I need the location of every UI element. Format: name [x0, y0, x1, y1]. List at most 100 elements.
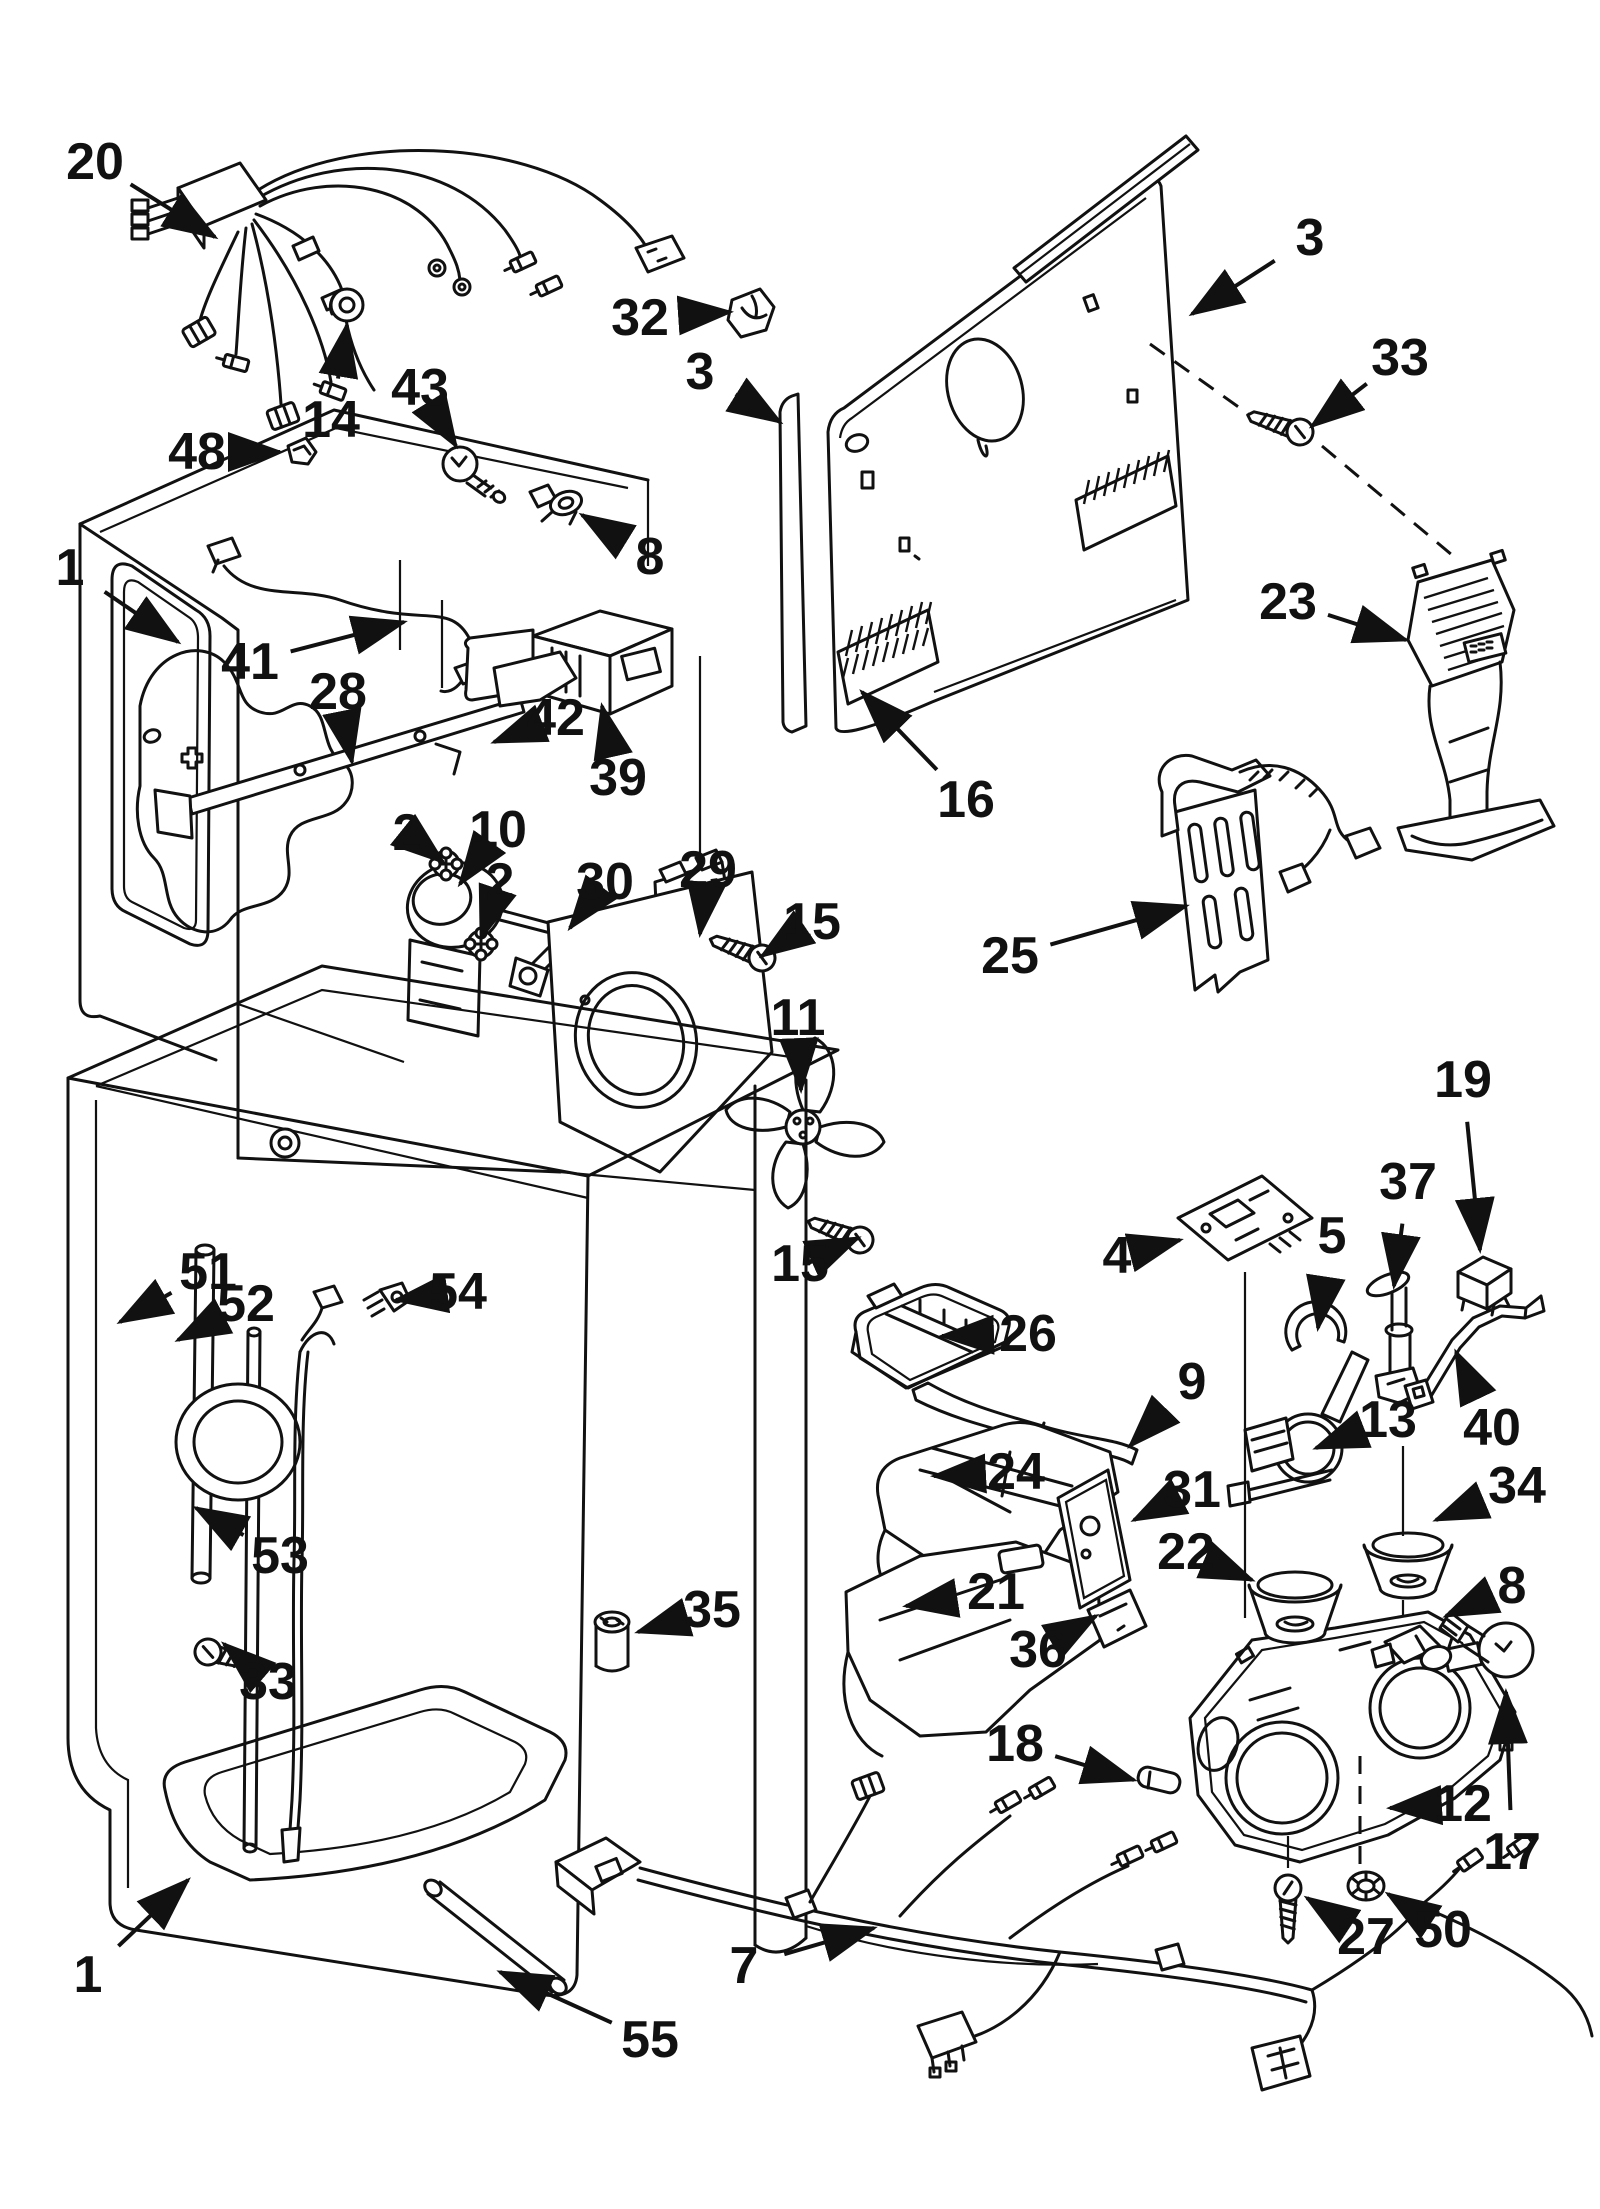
air-damper-23 — [1396, 548, 1556, 862]
callout-arrow-12 — [1386, 1785, 1444, 1826]
callout-arrow-32 — [676, 295, 734, 336]
panel-trim-strip-3 — [1012, 134, 1200, 284]
callout-arrow-15 — [758, 910, 817, 959]
lock-washer-50 — [1346, 1870, 1386, 1902]
callout-arrow-36 — [1041, 1613, 1100, 1660]
callout-arrow-3 — [725, 377, 784, 425]
callout-arrow-24 — [930, 1453, 987, 1494]
callout-arrow-16 — [859, 689, 939, 772]
bracket-40 — [1403, 1294, 1546, 1411]
callout-arrow-37 — [1381, 1223, 1421, 1290]
callout-arrow-15 — [802, 1236, 862, 1278]
callout-label-15: 15 — [783, 893, 841, 951]
callout-label-35: 35 — [683, 1581, 741, 1639]
callout-label-2: 2 — [486, 853, 515, 911]
defrost-thermostat-25 — [1157, 753, 1382, 994]
callout-arrow-43 — [411, 391, 459, 450]
callout-label-55: 55 — [621, 2011, 679, 2069]
callout-label-3: 3 — [686, 343, 715, 401]
callout-arrow-14 — [318, 321, 359, 380]
callout-label-39: 39 — [589, 749, 647, 807]
callout-label-21: 21 — [967, 1563, 1025, 1621]
light-bulb-17 — [1438, 1610, 1535, 1679]
callout-arrow-20 — [129, 182, 219, 240]
callout-arrow-8 — [1442, 1576, 1502, 1618]
harness-connector-7a — [916, 2010, 978, 2079]
evaporator-cover-panel-16 — [778, 177, 1190, 734]
screw-27 — [1273, 1873, 1303, 1945]
callout-arrow-7 — [783, 1923, 878, 1962]
callout-label-53: 53 — [251, 1527, 309, 1585]
callout-label-33: 33 — [239, 1653, 297, 1711]
callout-arrow-9 — [1127, 1394, 1181, 1449]
bulb-socket-8 — [528, 483, 583, 526]
callout-label-54: 54 — [429, 1263, 487, 1321]
callout-label-28: 28 — [309, 663, 367, 721]
light-shield-34 — [1362, 1531, 1454, 1600]
callout-label-4: 4 — [1103, 1227, 1132, 1285]
retainer-clip-5 — [1284, 1300, 1348, 1352]
callout-arrow-35 — [634, 1598, 694, 1637]
lamp-socket-14 — [328, 287, 365, 323]
callout-arrow-11 — [778, 1037, 819, 1094]
callout-label-18: 18 — [986, 1715, 1044, 1773]
clip-48 — [286, 436, 318, 466]
callout-label-41: 41 — [221, 633, 279, 691]
screw-33 — [1242, 401, 1318, 450]
callout-label-51: 51 — [179, 1243, 237, 1301]
callout-arrow-27 — [1303, 1895, 1362, 1944]
callout-label-17: 17 — [1483, 1823, 1541, 1881]
callout-label-10: 10 — [469, 801, 527, 859]
callout-label-37: 37 — [1379, 1153, 1437, 1211]
panel-vent-grille-left — [836, 601, 940, 706]
callout-label-15: 15 — [771, 1235, 829, 1293]
callout-label-33: 33 — [1371, 329, 1429, 387]
refrigerator-liner-lower — [66, 964, 1099, 1998]
callout-arrow-26 — [938, 1314, 995, 1355]
callout-label-9: 9 — [1178, 1353, 1207, 1411]
evaporator-fan-motor-10 — [405, 861, 562, 1038]
callout-arrow-22 — [1196, 1541, 1256, 1582]
callout-arrow-40 — [1454, 1348, 1497, 1408]
callout-arrow-39 — [593, 702, 633, 762]
callout-arrow-17 — [1487, 1688, 1528, 1811]
callout-arrow-42 — [490, 704, 550, 744]
lower-wire-harness-7 — [554, 1770, 1594, 2092]
clip-32 — [726, 287, 776, 339]
callout-arrow-54 — [392, 1273, 451, 1314]
callout-label-40: 40 — [1463, 1399, 1521, 1457]
callout-label-19: 19 — [1434, 1051, 1492, 1109]
callout-arrow-1 — [117, 1877, 191, 1948]
callout-label-7: 7 — [730, 1937, 759, 1995]
callout-label-12: 12 — [1434, 1775, 1492, 1833]
callout-arrow-13 — [1312, 1410, 1372, 1450]
callout-label-34: 34 — [1488, 1457, 1546, 1515]
callout-arrow-8 — [578, 512, 637, 560]
thermistor-wire-53 — [280, 1284, 344, 1864]
light-shield-22 — [1247, 1570, 1343, 1645]
lamp-socket-8b — [1370, 1624, 1454, 1671]
callout-label-42: 42 — [527, 689, 585, 747]
callout-label-14: 14 — [302, 391, 360, 449]
callout-label-52: 52 — [217, 1275, 275, 1333]
callout-arrow-18 — [1054, 1745, 1138, 1785]
callout-arrow-28 — [322, 707, 362, 766]
callout-arrow-52 — [174, 1297, 234, 1342]
callout-arrow-21 — [902, 1578, 961, 1618]
callout-arrow-29 — [686, 879, 727, 938]
callout-arrow-33 — [1308, 378, 1368, 429]
plate-36 — [1086, 1588, 1148, 1649]
callout-label-43: 43 — [391, 359, 449, 417]
callout-label-23: 23 — [1259, 573, 1317, 631]
callout-arrow-53 — [192, 1506, 252, 1552]
callout-label-11: 11 — [771, 989, 826, 1047]
callout-label-32: 32 — [611, 289, 669, 347]
callout-label-24: 24 — [987, 1443, 1045, 1501]
lamp-18 — [1136, 1765, 1182, 1795]
callout-arrow-10 — [457, 829, 507, 888]
callout-arrow-34 — [1432, 1481, 1492, 1522]
callout-label-31: 31 — [1163, 1461, 1221, 1519]
